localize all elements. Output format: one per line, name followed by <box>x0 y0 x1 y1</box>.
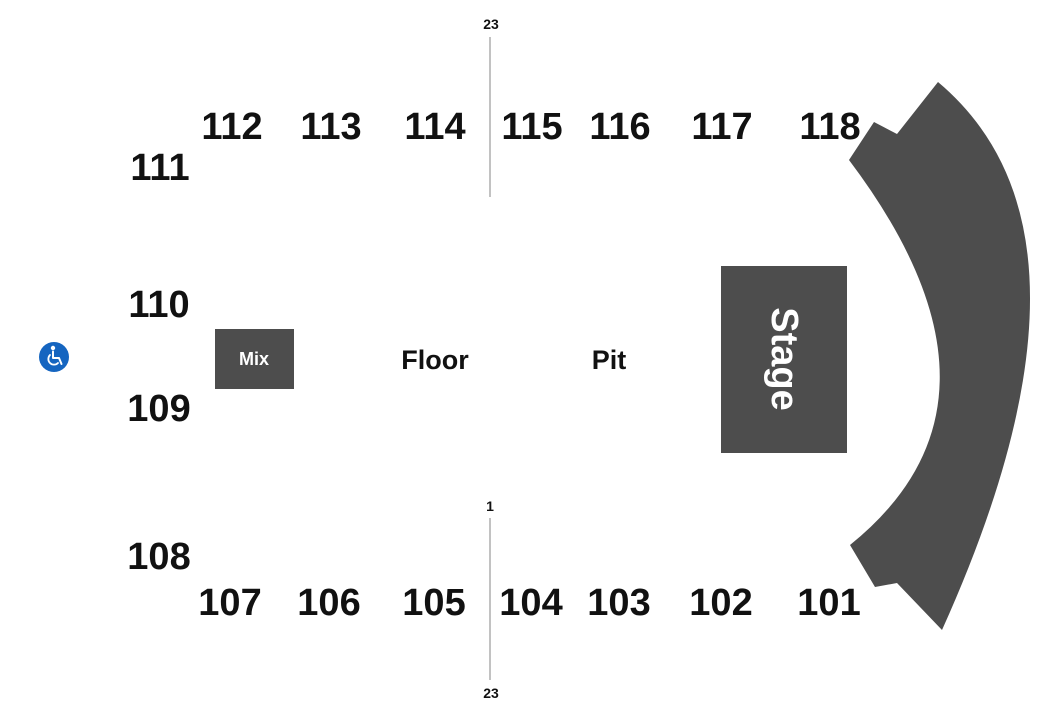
section-111[interactable]: 111 <box>130 147 189 189</box>
bottom-divider-row-bottom: 23 <box>483 685 499 701</box>
section-101[interactable]: 101 <box>797 582 860 624</box>
section-115[interactable]: 115 <box>501 106 562 148</box>
wheelchair-icon[interactable] <box>39 342 69 372</box>
stage[interactable] <box>721 266 847 453</box>
section-104[interactable]: 104 <box>499 582 562 624</box>
mix-label: Mix <box>239 349 269 369</box>
bottom-divider-row-top: 1 <box>486 498 494 514</box>
section-114[interactable]: 114 <box>404 106 465 148</box>
stage-label: Stage <box>763 307 805 410</box>
section-103[interactable]: 103 <box>587 582 650 624</box>
section-102[interactable]: 102 <box>689 582 752 624</box>
section-110[interactable]: 110 <box>128 284 189 326</box>
section-106[interactable]: 106 <box>297 582 360 624</box>
floor-label[interactable]: Floor <box>401 345 469 375</box>
section-105[interactable]: 105 <box>402 582 465 624</box>
section-112[interactable]: 112 <box>201 106 262 148</box>
section-109[interactable]: 109 <box>127 388 190 430</box>
pit-label[interactable]: Pit <box>592 345 627 375</box>
section-117[interactable]: 117 <box>691 106 752 148</box>
section-107[interactable]: 107 <box>198 582 261 624</box>
section-116[interactable]: 116 <box>589 106 650 148</box>
mix-position <box>215 329 294 389</box>
stage-backdrop-curve <box>849 82 1031 630</box>
section-113[interactable]: 113 <box>300 106 361 148</box>
section-108[interactable]: 108 <box>127 536 190 578</box>
top-divider-row-label: 23 <box>483 16 499 32</box>
section-118[interactable]: 118 <box>799 106 860 148</box>
